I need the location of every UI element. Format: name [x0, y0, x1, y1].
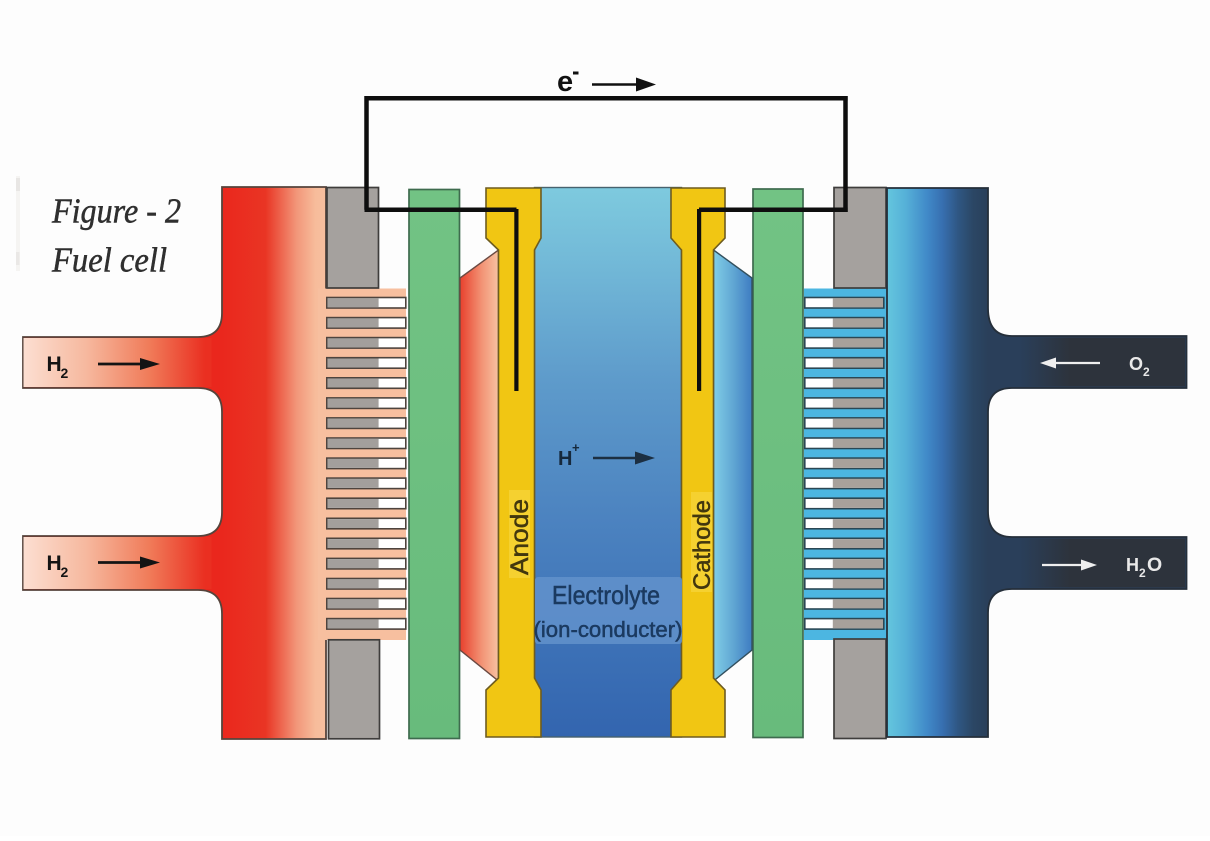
svg-text:H: H: [47, 552, 62, 575]
svg-text:e: e: [557, 66, 573, 98]
svg-text:H: H: [47, 353, 62, 376]
svg-text:O: O: [1147, 554, 1162, 576]
svg-text:2: 2: [61, 365, 69, 381]
svg-text:Anode: Anode: [506, 499, 534, 575]
svg-text:Cathode: Cathode: [689, 500, 716, 590]
svg-text:Figure - 2: Figure - 2: [51, 192, 181, 231]
svg-text:H: H: [558, 448, 572, 470]
svg-text:+: +: [572, 440, 580, 455]
svg-text:H: H: [1126, 555, 1139, 575]
svg-text:2: 2: [1143, 365, 1150, 379]
svg-text:Fuel cell: Fuel cell: [51, 241, 167, 280]
svg-text:O: O: [1129, 354, 1143, 374]
svg-text:Electrolyte: Electrolyte: [552, 580, 660, 610]
svg-text:(ion-conducter): (ion-conducter): [534, 617, 683, 642]
svg-text:2: 2: [1139, 566, 1146, 580]
svg-text:2: 2: [61, 564, 69, 580]
